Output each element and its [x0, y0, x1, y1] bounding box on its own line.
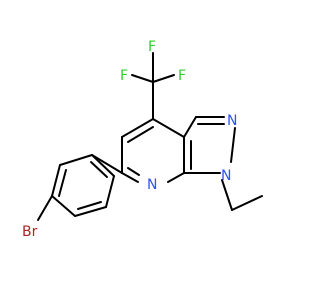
atom-label-nitrogen-pyridine: N — [147, 177, 157, 193]
bond-ph4-ph5 — [74, 206, 107, 217]
bond-c-f-right — [152, 74, 175, 83]
bond-c3a-c3 — [183, 116, 197, 138]
bond-ph3-ph4 — [51, 195, 76, 217]
atom-label-bromine: Br — [22, 224, 38, 240]
bond-c6-phenyl — [91, 154, 123, 174]
atom-label-fluorine-right: F — [178, 68, 186, 84]
atom-label-fluorine-top: F — [148, 39, 156, 55]
bond-c-f-left — [131, 74, 154, 83]
atom-label-nitrogen-pyrazole: N — [227, 113, 237, 129]
bond-n2-n1 — [230, 127, 236, 163]
bond-ph5-ph6 — [105, 175, 115, 208]
atom-label-fluorine-left: F — [120, 68, 128, 84]
bond-ph2-ph3-double — [58, 169, 67, 197]
bond-c4-c3a — [152, 118, 185, 138]
bond-ph6-ph1-double — [90, 161, 108, 178]
bond-n1-ch2 — [221, 179, 233, 211]
bond-ch2-ch3 — [231, 195, 263, 211]
structure-canvas: F F F N N N Br — [22, 39, 263, 240]
bond-c6-n7-double — [127, 167, 140, 176]
atom-label-nitrogen-ethyl: N — [221, 168, 231, 184]
bond-c7a-n7 — [167, 172, 185, 183]
bond-ph6-ph1 — [91, 154, 115, 177]
bond-c5-c4 — [121, 118, 154, 138]
bond-ph4-ph5-double — [77, 201, 102, 210]
bond-ph2-ph3 — [51, 164, 61, 197]
bond-ph3-br — [37, 195, 53, 221]
bond-n7-c6 — [121, 172, 139, 183]
bond-c4-c5-double — [127, 126, 154, 143]
molecule-diagram: F F F N N N Br — [22, 39, 263, 240]
bond-ph1-ph2 — [59, 154, 93, 166]
